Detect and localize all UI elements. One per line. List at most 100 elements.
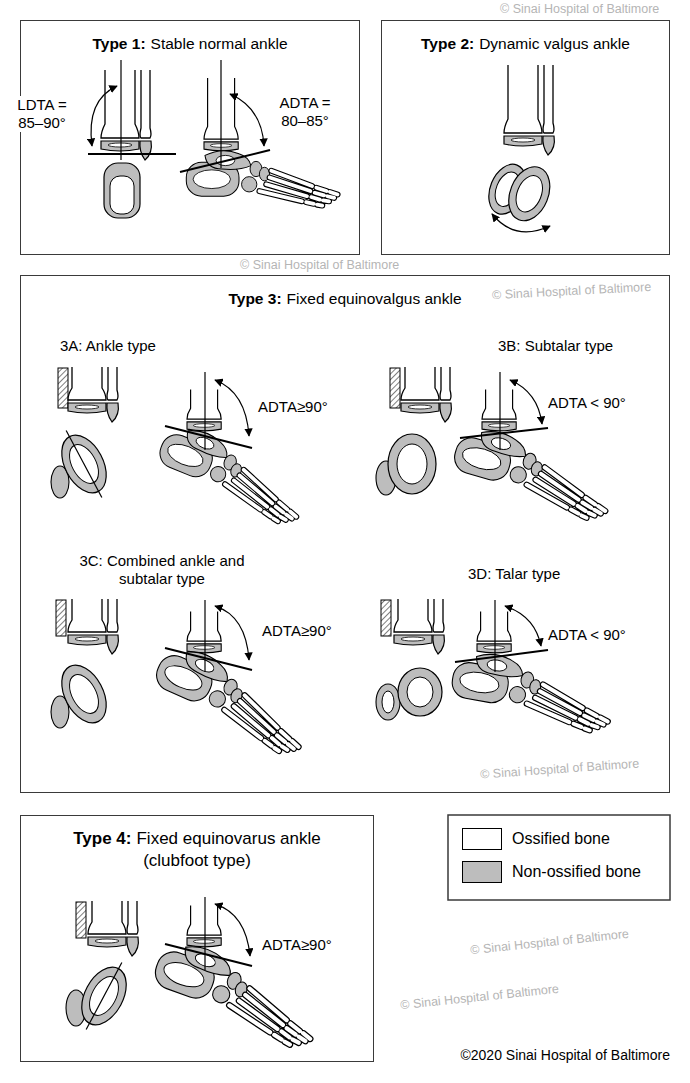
angle-label: ADTA = 80–85° <box>270 94 340 130</box>
angle-arc <box>215 606 249 660</box>
talus <box>53 658 116 731</box>
type-name: Stable normal ankle <box>151 35 288 52</box>
tibia <box>482 390 516 431</box>
talus-calcaneus <box>482 153 558 229</box>
talus <box>104 163 140 218</box>
foot <box>147 639 317 757</box>
panel-title: Type 2: Dynamic valgus ankle <box>382 33 669 55</box>
foot <box>448 422 618 522</box>
angle-label: ADTA≥90° <box>262 622 342 640</box>
leg-bones <box>504 65 554 155</box>
tibia <box>187 612 221 653</box>
type-name: Fixed equinovarus ankle (clubfoot type) <box>136 829 320 870</box>
axis-line <box>120 60 121 160</box>
angle-arc <box>91 86 117 146</box>
talus-nucleus <box>110 176 134 214</box>
axis-line <box>499 372 500 450</box>
watermark: © Sinai Hospital of Baltimore <box>470 927 630 959</box>
subtype-label: 3D: Talar type <box>468 565 638 583</box>
type2-ap-view <box>482 65 558 232</box>
tibia <box>187 906 221 947</box>
leg-bones <box>88 901 138 956</box>
angle-arc <box>215 904 250 956</box>
talus-nucleus <box>407 677 433 707</box>
joint-line <box>460 428 548 438</box>
tibia <box>477 612 511 653</box>
type1-lateral-view <box>180 60 338 206</box>
leg-bones <box>101 70 151 160</box>
tibia <box>187 390 221 431</box>
leg-bones <box>394 599 444 654</box>
hatched-bone <box>76 902 86 938</box>
joint-line <box>165 944 252 966</box>
leg-bones <box>68 599 118 654</box>
angle-arc <box>510 380 542 424</box>
motion-arrow <box>492 214 550 232</box>
axis-line <box>220 60 221 168</box>
type3a-views <box>49 367 312 527</box>
copyright-note: ©2020 Sinai Hospital of Baltimore <box>380 1046 670 1064</box>
type4-views <box>66 897 327 1050</box>
panel-title: Type 4: Fixed equinovarus ankle (clubfoot… <box>47 828 347 872</box>
talus <box>388 434 436 494</box>
type1-ap-view <box>88 60 176 218</box>
joint-line <box>180 150 270 172</box>
type3b-views <box>376 367 618 522</box>
legend-frame <box>448 815 670 900</box>
angle-arc <box>230 94 264 146</box>
watermark: © Sinai Hospital of Baltimore <box>400 982 560 1014</box>
leg-bones <box>401 367 451 422</box>
angle-arc <box>505 606 541 646</box>
watermark: © Sinai Hospital of Baltimore <box>240 258 399 273</box>
type-panel: Type 2: Dynamic valgus ankle <box>381 20 670 255</box>
legend-text: Non-ossified bone <box>512 862 641 882</box>
watermark: © Sinai Hospital of Baltimore <box>500 2 659 17</box>
type-number: Type 3: <box>228 290 281 307</box>
joint-line <box>165 648 252 670</box>
type-name: Fixed equinovalgus ankle <box>287 290 462 307</box>
calcaneus <box>376 684 400 720</box>
type-name: Dynamic valgus ankle <box>479 35 630 52</box>
type-number: Type 2: <box>421 35 474 52</box>
legend-swatch <box>462 828 502 850</box>
watermark: © Sinai Hospital of Baltimore <box>492 280 652 303</box>
axis-line <box>204 897 205 970</box>
angle-label: ADTA≥90° <box>262 936 342 954</box>
hatched-bone <box>381 600 391 636</box>
talus-nucleus <box>397 444 427 484</box>
talus <box>49 422 118 507</box>
foot <box>448 648 616 733</box>
talus <box>69 954 138 1039</box>
subtype-label: 3A: Ankle type <box>60 337 230 355</box>
calcaneus-nucleus <box>382 691 394 713</box>
angle-label: ADTA < 90° <box>548 626 638 644</box>
axis-line <box>494 600 495 672</box>
axis-line <box>204 600 205 672</box>
legend-swatch <box>462 861 502 883</box>
talus <box>398 668 442 716</box>
type-number: Type 1: <box>92 35 145 52</box>
hatched-bone <box>58 368 68 408</box>
subtype-label: 3B: Subtalar type <box>498 337 668 355</box>
angle-label: LDTA = 85–90° <box>6 96 78 132</box>
angle-arc <box>215 380 249 436</box>
joint-line <box>455 650 548 662</box>
angle-label: ADTA < 90° <box>548 394 638 412</box>
axis-line <box>204 372 205 450</box>
foot <box>186 151 337 206</box>
joint-line <box>165 426 252 448</box>
foot <box>152 419 313 527</box>
hatched-bone <box>390 368 400 408</box>
legend-text: Ossified bone <box>512 829 610 849</box>
type3d-views <box>376 599 616 733</box>
leg-bones <box>68 367 118 422</box>
angle-label: ADTA≥90° <box>258 398 338 416</box>
joint-line <box>88 153 176 155</box>
hatched-bone <box>56 600 66 636</box>
watermark: © Sinai Hospital of Baltimore <box>480 756 640 782</box>
panel-title: Type 1: Stable normal ankle <box>21 33 359 55</box>
subtype-label: 3C: Combined ankle and subtalar type <box>56 552 268 588</box>
type-number: Type 4: <box>73 829 131 848</box>
